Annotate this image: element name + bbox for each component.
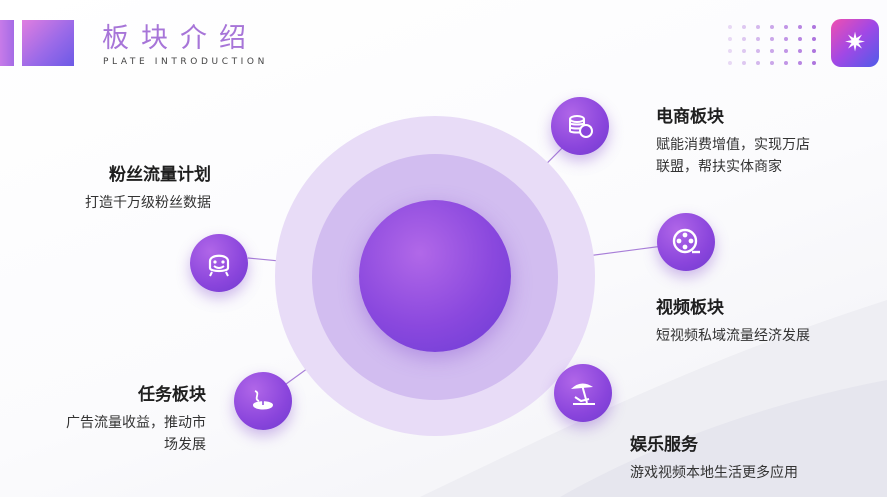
video-desc-line-1: 短视频私域流量经济发展 (656, 328, 810, 344)
ecommerce-desc-line-2: 联盟，帮扶实体商家 (656, 159, 782, 175)
video-label: 视频板块 短视频私域流量经济发展 (656, 293, 810, 347)
tasks-label: 任务板块 广告流量收益，推动市 场发展 (66, 380, 206, 456)
page-subtitle: PLATE INTRODUCTION (103, 57, 268, 67)
decorative-dot (770, 61, 774, 65)
entertainment-title: 娱乐服务 (630, 435, 698, 455)
decorative-dot (756, 61, 760, 65)
decorative-dot (798, 37, 802, 41)
fans-title: 粉丝流量计划 (109, 165, 211, 185)
fans-label: 粉丝流量计划 打造千万级粉丝数据 (85, 160, 211, 214)
decorative-dot (798, 49, 802, 53)
decorative-dot (812, 61, 816, 65)
decorative-dot (742, 49, 746, 53)
video-title: 视频板块 (656, 298, 724, 318)
computer-mouse-icon (253, 390, 273, 410)
decorative-dot (728, 37, 732, 41)
smiley-face-icon (208, 254, 230, 277)
film-reel-icon (672, 228, 700, 254)
decorative-dot (798, 25, 802, 29)
decorative-dot (742, 61, 746, 65)
decorative-dot (756, 25, 760, 29)
decorative-dot (812, 25, 816, 29)
decorative-dot (784, 25, 788, 29)
header-accent-bar (0, 20, 14, 66)
tasks-desc-line-2: 场发展 (164, 437, 206, 453)
decorative-dot (784, 37, 788, 41)
decorative-dot (798, 61, 802, 65)
tasks-title: 任务板块 (138, 385, 206, 405)
tasks-desc-line-1: 广告流量收益，推动市 (66, 415, 206, 431)
decorative-dot (728, 61, 732, 65)
entertainment-desc-line-1: 游戏视频本地生活更多应用 (630, 465, 798, 481)
ecommerce-title: 电商板块 (656, 107, 724, 127)
decorative-dot-grid (728, 25, 824, 69)
decorative-dot (742, 25, 746, 29)
entertainment-label: 娱乐服务 游戏视频本地生活更多应用 (630, 430, 798, 484)
video-node[interactable] (657, 213, 715, 271)
decorative-dot (812, 49, 816, 53)
coin-stack-icon (569, 115, 593, 138)
ecommerce-desc-line-1: 赋能消费增值，实现万店 (656, 137, 810, 153)
decorative-dot (728, 49, 732, 53)
decorative-dot (784, 49, 788, 53)
decorative-dot (756, 49, 760, 53)
fans-node[interactable] (190, 234, 248, 292)
tasks-node[interactable] (234, 372, 292, 430)
ecommerce-node[interactable] (551, 97, 609, 155)
core-circle (359, 200, 511, 352)
decorative-dot (742, 37, 746, 41)
decorative-dot (812, 37, 816, 41)
fans-desc-line-1: 打造千万级粉丝数据 (85, 195, 211, 211)
decorative-dot (784, 61, 788, 65)
ecommerce-label: 电商板块 赋能消费增值，实现万店 联盟，帮扶实体商家 (656, 102, 810, 178)
decorative-dot (728, 25, 732, 29)
sparkle-logo-icon: ✷ (831, 19, 879, 67)
decorative-dot (756, 37, 760, 41)
header-accent-block (22, 20, 74, 66)
page-title: 板块介绍 (102, 23, 258, 54)
beach-umbrella-icon (571, 383, 595, 405)
decorative-dot (770, 37, 774, 41)
decorative-dot (770, 25, 774, 29)
entertainment-node[interactable] (554, 364, 612, 422)
decorative-dot (770, 49, 774, 53)
